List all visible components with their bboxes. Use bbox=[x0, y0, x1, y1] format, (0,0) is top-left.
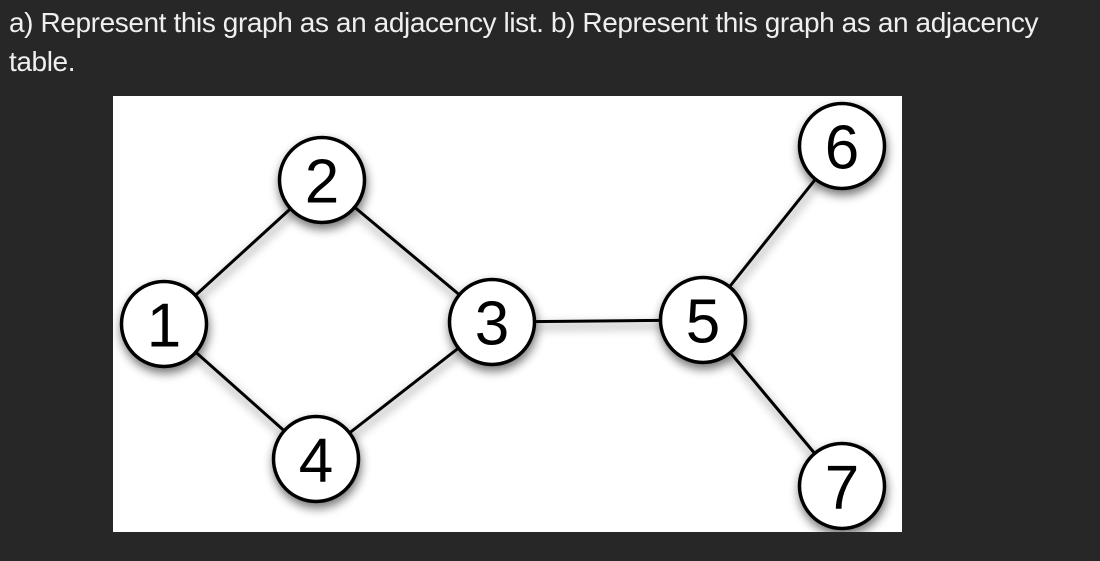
graph-node-5 bbox=[658, 275, 748, 365]
graph-node-label-2: 2 bbox=[305, 147, 339, 216]
graph-node-6 bbox=[797, 101, 887, 191]
graph-panel: 1 2 3 4 5 6 7 bbox=[113, 96, 902, 532]
graph-node-7 bbox=[797, 441, 887, 531]
graph-node-label-6: 6 bbox=[825, 113, 859, 182]
graph-node-label-1: 1 bbox=[147, 291, 181, 360]
graph-node-2 bbox=[277, 135, 367, 225]
graph-node-label-5: 5 bbox=[686, 287, 720, 356]
graph-node-3 bbox=[447, 277, 537, 367]
graph-node-4 bbox=[271, 414, 361, 504]
graph-diagram: 1 2 3 4 5 6 7 bbox=[113, 96, 902, 532]
question-text: a) Represent this graph as an adjacency … bbox=[9, 3, 1094, 81]
graph-node-label-3: 3 bbox=[475, 289, 509, 358]
question-line-1: a) Represent this graph as an adjacency … bbox=[9, 7, 1039, 38]
graph-node-label-4: 4 bbox=[299, 426, 333, 495]
question-line-2: table. bbox=[9, 46, 76, 77]
graph-node-label-7: 7 bbox=[825, 453, 859, 522]
graph-node-1 bbox=[119, 279, 209, 369]
